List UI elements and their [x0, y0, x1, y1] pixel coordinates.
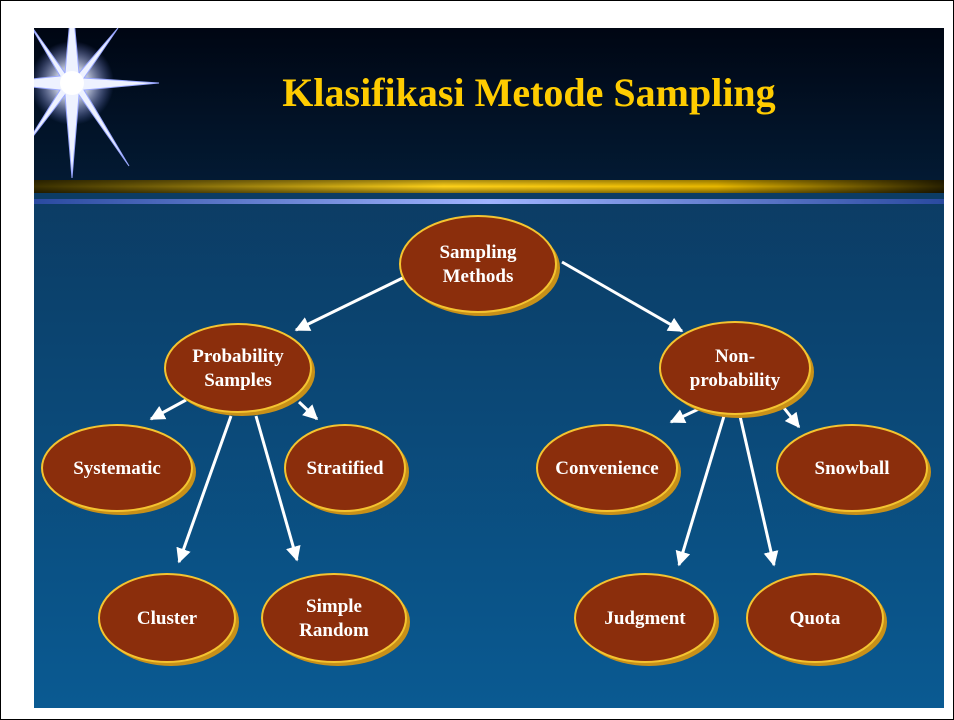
- slide-header-background: [34, 28, 944, 180]
- connector-arrows: [149, 260, 801, 567]
- node-label: Quota: [790, 608, 841, 629]
- arrow-from-root: [294, 268, 420, 332]
- node-ellipse: [284, 424, 406, 512]
- node-label: probability: [690, 370, 781, 391]
- node-label: Sampling: [439, 242, 517, 263]
- arrow-from-nonprobability: [738, 415, 779, 567]
- node-label: Random: [299, 620, 369, 641]
- node-label: Stratified: [306, 458, 383, 479]
- node-label: Systematic: [73, 458, 161, 479]
- node-label: Judgment: [604, 608, 686, 629]
- node-judgment: Judgment: [574, 573, 719, 666]
- node-label: Methods: [443, 266, 514, 287]
- arrow-from-probability: [254, 415, 301, 562]
- node-ellipse: [261, 573, 407, 663]
- arrow-from-root: [561, 260, 684, 333]
- node-label: Simple: [306, 596, 362, 617]
- node-ellipse: [536, 424, 678, 512]
- node-ellipse: [41, 424, 193, 512]
- arrow-from-probability: [297, 400, 319, 421]
- node-ellipse: [746, 573, 884, 663]
- arrow-from-probability: [176, 415, 233, 564]
- node-cluster: Cluster: [98, 573, 239, 666]
- node-ellipse: [659, 321, 811, 415]
- blue-divider-line: [34, 199, 944, 204]
- star-icon: [34, 28, 160, 179]
- node-ellipse: [776, 424, 928, 512]
- slide-title: Klasifikasi Metode Sampling: [282, 70, 775, 115]
- node-ellipse: [164, 323, 312, 413]
- arrow-from-probability: [149, 398, 187, 421]
- node-label: Non-: [715, 346, 755, 367]
- node-stratified: Stratified: [284, 424, 409, 515]
- node-snowball: Snowball: [776, 424, 931, 515]
- node-ellipse: [98, 573, 236, 663]
- node-convenience: Convenience: [536, 424, 681, 515]
- node-nonprobability: Non-probability: [659, 321, 814, 418]
- sampling-methods-diagram: Klasifikasi Metode Sampling SamplingMeth…: [34, 28, 944, 708]
- arrow-from-nonprobability: [675, 415, 726, 567]
- arrow-from-nonprobability: [782, 407, 801, 429]
- node-label: Probability: [192, 346, 284, 367]
- node-label: Cluster: [137, 608, 198, 629]
- node-quota: Quota: [746, 573, 887, 666]
- node-label: Convenience: [555, 458, 658, 479]
- node-systematic: Systematic: [41, 424, 196, 515]
- node-ellipse: [399, 215, 557, 313]
- node-ellipse: [574, 573, 716, 663]
- node-label: Snowball: [815, 458, 890, 479]
- node-label: Samples: [204, 370, 272, 391]
